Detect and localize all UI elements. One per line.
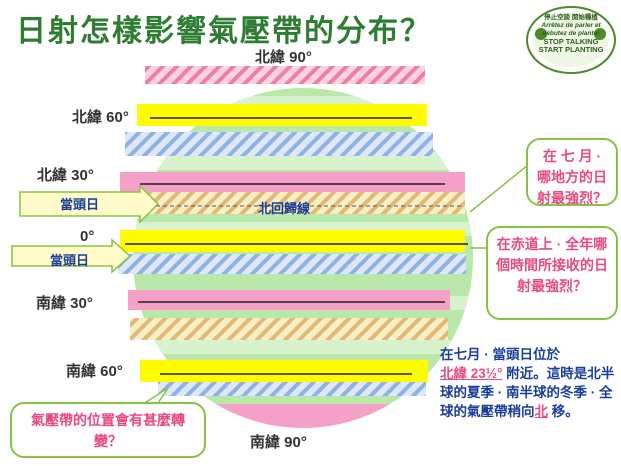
info-line-3: 移。 [548, 404, 579, 419]
tree-icon [535, 28, 547, 40]
logo-badge-inner [533, 13, 609, 67]
logo-line-1: 停止空談 開始種植 [544, 14, 598, 21]
hatched-band-s30 [130, 318, 448, 340]
band-n30-pink [120, 172, 465, 192]
callout-shift: 氣壓帶的位置會有甚麼轉變？ [10, 402, 206, 458]
callout-equator: 在赤道上 · 全年哪個時間所接收的日射最強烈？ [486, 226, 618, 320]
page-title: 日射怎樣影響氣壓帶的分布？ [16, 14, 432, 49]
hatched-band-n60 [125, 132, 433, 156]
logo-line-3: STOP TALKING START PLANTING [538, 37, 604, 54]
band-s60-yellow [140, 360, 428, 382]
sun-arrow-1 [19, 184, 160, 224]
lat-label-n30: 北緯 30° [37, 167, 94, 184]
lat-label-s30: 南緯 30° [36, 295, 93, 312]
info-line-1: 在七月 · 當頭日位於 [440, 347, 560, 362]
tropic-label: 北回歸線 [258, 201, 311, 216]
lat-label-s90: 南緯 90° [250, 434, 307, 451]
hatched-band-n90 [145, 66, 425, 84]
hatched-band-eq [118, 254, 466, 274]
callout-july: 在 七 月 · 哪地方的日射最強烈？ [526, 138, 618, 206]
globe-stripe [133, 340, 473, 354]
info-line-2: 附近。這時是北半球的夏季 · 南半球的冬季 · 全球的氣壓帶稍向 [440, 366, 615, 419]
band-n60-yellow [137, 104, 427, 126]
pointer-july [469, 164, 529, 213]
logo-line-2: Arrêtez de parler et débutez de planter [541, 22, 601, 37]
hatched-band-s60 [158, 378, 426, 396]
globe-stripe [133, 152, 473, 170]
sun-arrow-2-label: 當頭日 [50, 253, 90, 268]
sun-arrow-1-label: 當頭日 [60, 197, 100, 212]
lat-label-eq: 0° [80, 228, 95, 245]
info-blank-1: 北緯 23½° [440, 366, 503, 381]
logo-text: 停止空談 開始種植 Arrêtez de parler et débutez d… [533, 14, 609, 54]
lat-label-n60: 北緯 60° [72, 109, 129, 126]
band-s30-pink [128, 290, 450, 310]
tree-icon [594, 28, 606, 40]
band-eq-yellow [120, 230, 465, 252]
info-blank-2: 北 [534, 404, 549, 419]
hatched-band-n30 [120, 192, 465, 214]
sun-arrow-2 [11, 238, 132, 274]
lat-label-n90: 北緯 90° [255, 49, 312, 66]
info-text: 在七月 · 當頭日位於 北緯 23½° 附近。這時是北半球的夏季 · 南半球的冬… [440, 345, 615, 421]
lat-label-s60: 南緯 60° [66, 363, 123, 380]
